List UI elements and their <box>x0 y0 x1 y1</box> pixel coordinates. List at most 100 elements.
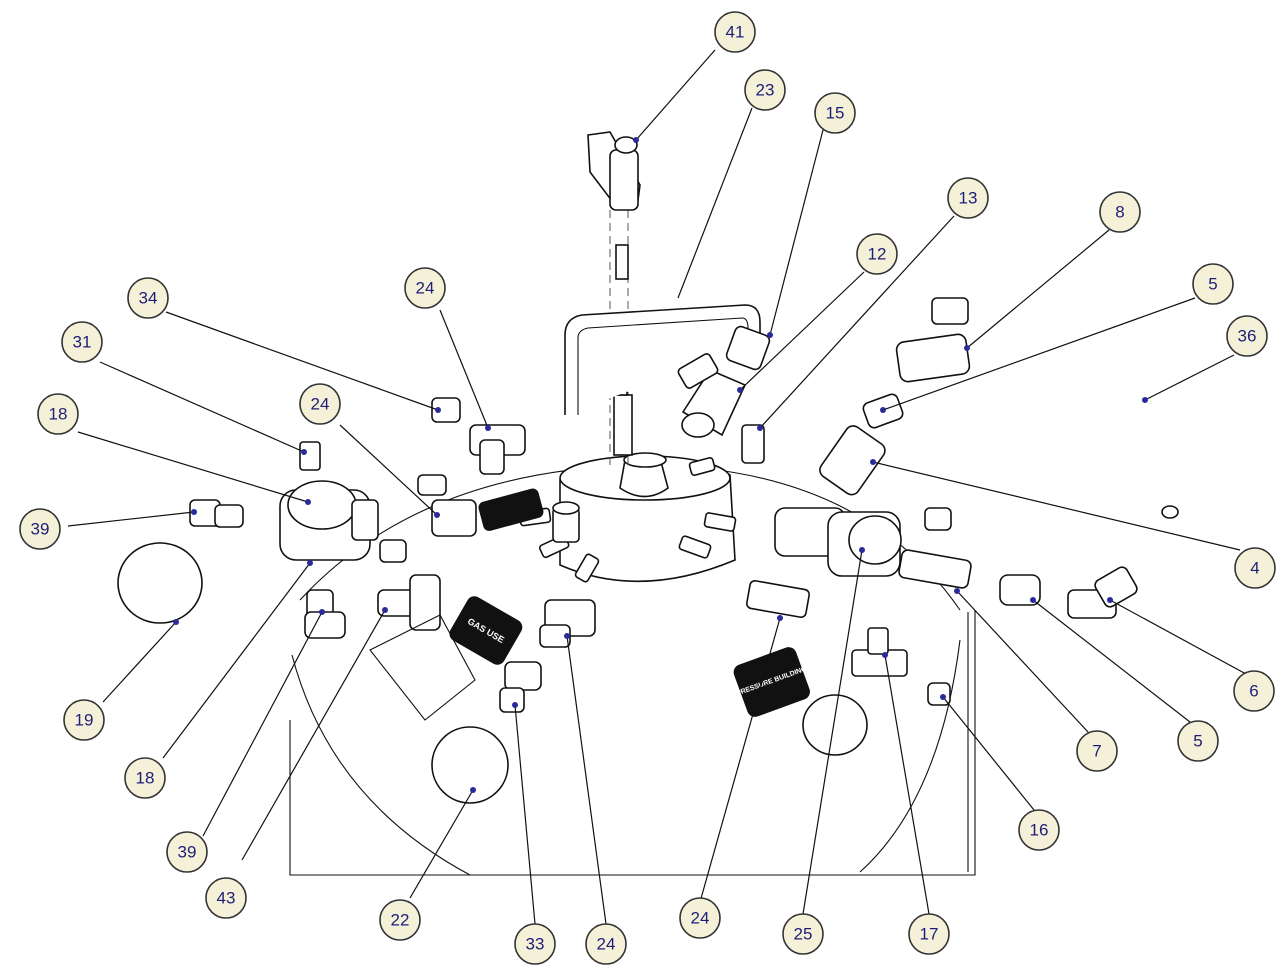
callout-number: 41 <box>726 23 745 42</box>
callout-15: 15 <box>814 92 856 134</box>
callout-number: 7 <box>1092 742 1101 761</box>
callout-number: 24 <box>311 395 330 414</box>
callout-24: 24 <box>404 267 446 309</box>
callout-number: 24 <box>597 935 616 954</box>
callout-circle <box>404 267 446 309</box>
callout-circle <box>714 11 756 53</box>
callout-18: 18 <box>37 393 79 435</box>
callout-19: 19 <box>63 699 105 741</box>
callout-circle <box>1076 730 1118 772</box>
callout-number: 5 <box>1193 732 1202 751</box>
callout-24: 24 <box>585 923 627 965</box>
callout-23: 23 <box>744 69 786 111</box>
callout-18: 18 <box>124 757 166 799</box>
callout-number: 12 <box>868 245 887 264</box>
callout-12: 12 <box>856 233 898 275</box>
callout-number: 39 <box>31 520 50 539</box>
callout-16: 16 <box>1018 809 1060 851</box>
fittings-4-5 <box>819 393 904 496</box>
elbow-6 <box>1067 566 1138 619</box>
callout-circle <box>679 897 721 939</box>
decal-pressure-building: PRESSURE BUILDING <box>733 647 810 717</box>
callout-number: 31 <box>73 333 92 352</box>
callout-24: 24 <box>679 897 721 939</box>
relief-valve-41 <box>587 131 641 211</box>
callout-number: 25 <box>794 925 813 944</box>
callout-circle <box>1234 547 1276 589</box>
callout-31: 31 <box>61 321 103 363</box>
callout-number: 17 <box>920 925 939 944</box>
bent-tube-23 <box>564 304 761 415</box>
callout-number: 18 <box>136 769 155 788</box>
callout-circle <box>1018 809 1060 851</box>
nut-34 <box>431 397 461 423</box>
callout-number: 18 <box>49 405 68 424</box>
callout-number: 36 <box>1238 327 1257 346</box>
callout-number: 43 <box>217 889 236 908</box>
callout-circle <box>1099 191 1141 233</box>
callout-number: 5 <box>1208 275 1217 294</box>
decal-gas-use: GAS USE <box>449 596 523 665</box>
fitting-43 <box>377 574 441 631</box>
valve-24-left <box>417 474 477 537</box>
decal-top <box>478 488 544 531</box>
regulator-left <box>279 441 379 561</box>
callout-13: 13 <box>947 177 989 219</box>
callout-circle <box>19 508 61 550</box>
leader-arrowheads <box>173 137 1148 793</box>
leader-lines <box>67 49 1247 925</box>
callout-22: 22 <box>379 899 421 941</box>
callout-43: 43 <box>205 877 247 919</box>
elbow-39-upper <box>189 499 244 528</box>
callout-5: 5 <box>1177 720 1219 762</box>
callout-circle <box>856 233 898 275</box>
callout-circle <box>908 913 950 955</box>
callout-number: 8 <box>1115 203 1124 222</box>
callout-circle <box>37 393 79 435</box>
callout-number: 13 <box>959 189 978 208</box>
callout-circle <box>782 913 824 955</box>
bent-pipe-36 <box>1060 387 1208 519</box>
callout-17: 17 <box>908 913 950 955</box>
callout-number: 24 <box>691 909 710 928</box>
callout-circle <box>1226 315 1268 357</box>
callout-number: 16 <box>1030 821 1049 840</box>
callout-6: 6 <box>1233 670 1275 712</box>
callout-5: 5 <box>1192 263 1234 305</box>
callout-circle <box>61 321 103 363</box>
callout-8: 8 <box>1099 191 1141 233</box>
fitting-13 <box>741 424 765 464</box>
callout-circle <box>379 899 421 941</box>
elbow-39-lower <box>304 589 346 639</box>
callout-36: 36 <box>1226 315 1268 357</box>
callout-34: 34 <box>127 277 169 319</box>
callout-number: 6 <box>1249 682 1258 701</box>
callout-number: 24 <box>416 279 435 298</box>
callout-25: 25 <box>782 913 824 955</box>
cap-19 <box>117 542 203 624</box>
elbow-33 <box>499 661 542 713</box>
callout-circle <box>585 923 627 965</box>
label-plate <box>369 614 476 721</box>
callout-circle <box>127 277 169 319</box>
fitting-5-lower <box>999 574 1041 606</box>
callout-circle <box>63 699 105 741</box>
callout-number: 34 <box>139 289 158 308</box>
callout-41: 41 <box>714 11 756 53</box>
cap-22 <box>431 726 509 804</box>
callout-4: 4 <box>1234 547 1276 589</box>
cap-right <box>802 694 868 756</box>
tee-17 <box>851 627 908 677</box>
regulator-right <box>746 507 972 619</box>
callout-circle <box>1233 670 1275 712</box>
callout-33: 33 <box>514 923 556 965</box>
callout-number: 22 <box>391 911 410 930</box>
callout-circle <box>1177 720 1219 762</box>
callout-circle <box>166 831 208 873</box>
callout-circle <box>1192 263 1234 305</box>
callout-39: 39 <box>166 831 208 873</box>
callout-number: 4 <box>1250 559 1259 578</box>
callout-circle <box>947 177 989 219</box>
valve-assembly-12-15 <box>677 325 771 438</box>
callout-number: 33 <box>526 935 545 954</box>
